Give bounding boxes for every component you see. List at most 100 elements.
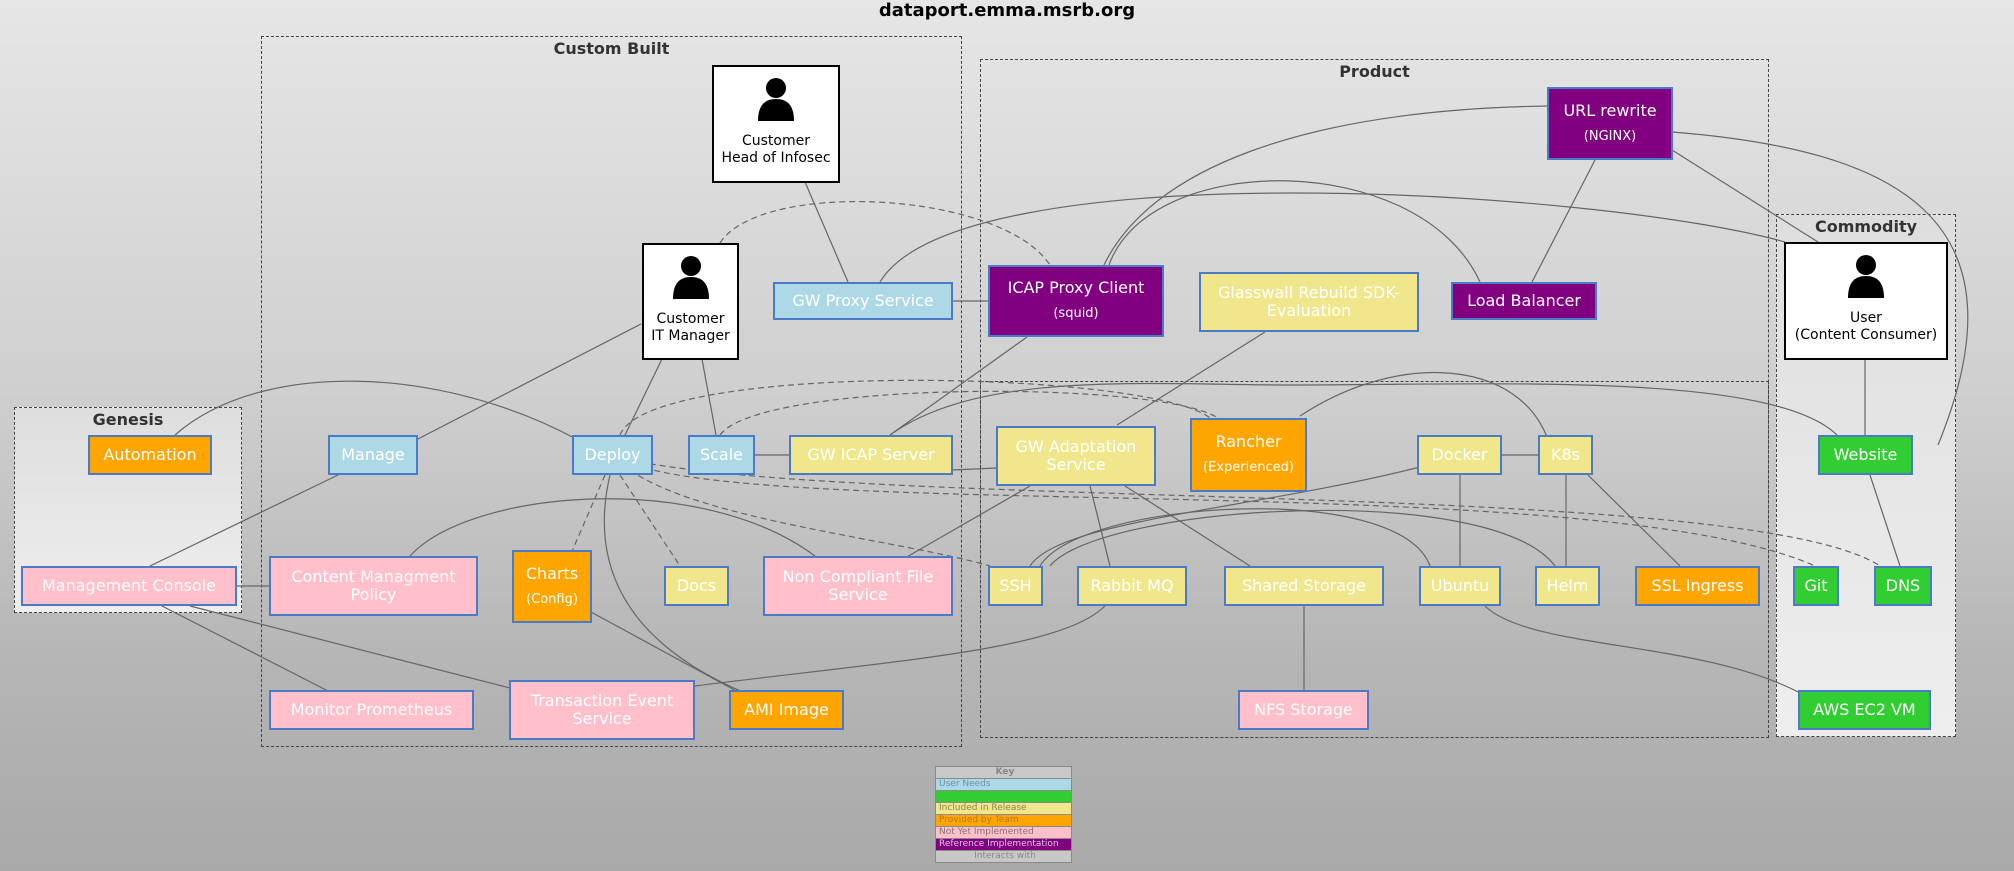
- node-sublabel: (Config): [526, 591, 578, 607]
- node-label: URL rewrite: [1563, 100, 1657, 120]
- edge-urlrewrite-user: [1671, 149, 1819, 243]
- node-url-rewrite[interactable]: URL rewrite (NGINX): [1547, 87, 1673, 160]
- edge-automation-deploy: [174, 380, 579, 441]
- edge-adaptation-shared: [1124, 485, 1251, 567]
- edge-deploy-ssh-dashed: [629, 469, 991, 567]
- edge-urlrewrite-loadbalancer: [1531, 159, 1596, 283]
- node-manage[interactable]: Manage: [328, 435, 418, 475]
- legend-title: Key: [995, 767, 1015, 777]
- node-helm[interactable]: Helm: [1535, 566, 1600, 606]
- edge-rancher-k8s: [1299, 372, 1549, 441]
- node-icap-proxy-client[interactable]: ICAP Proxy Client (squid): [988, 265, 1164, 337]
- edge-manage-mgmtconsole: [149, 474, 339, 567]
- edge-mgmtconsole-transaction: [189, 605, 511, 689]
- legend-item: Included in Release: [936, 802, 1071, 814]
- node-docker[interactable]: Docker: [1417, 435, 1502, 475]
- node-rabbit-mq[interactable]: Rabbit MQ: [1077, 566, 1187, 606]
- node-transaction-event-service[interactable]: Transaction Event Service: [509, 680, 695, 740]
- person-line1: User: [1850, 310, 1882, 326]
- legend-item: Not Yet Implemented: [936, 826, 1071, 838]
- edge-icapserver-website: [889, 382, 1846, 446]
- node-management-console[interactable]: Management Console: [21, 566, 237, 606]
- edge-icapserver-adaptation: [951, 467, 998, 471]
- edge-deploy-docs-dashed: [619, 474, 681, 567]
- edge-icapclient-icapserver: [889, 336, 1028, 436]
- node-deploy[interactable]: Deploy: [572, 435, 653, 475]
- node-load-balancer[interactable]: Load Balancer: [1451, 282, 1597, 320]
- edge-website-dns: [1869, 474, 1901, 567]
- legend-item: User Needs: [936, 778, 1071, 790]
- edge-itmanager-scale: [701, 358, 717, 436]
- edge-glasswall-adaptation: [1116, 331, 1266, 426]
- diagram-title: dataport.emma.msrb.org: [878, 0, 1136, 21]
- node-label: Charts: [525, 563, 579, 583]
- edge-docker-ssh: [1029, 466, 1421, 567]
- legend-item: Provided by Team: [936, 814, 1071, 826]
- edge-deploy-dns-dashed: [639, 461, 1881, 567]
- edge-adaptation-nclfs: [904, 485, 1031, 559]
- edge-ubuntu-ec2: [1484, 605, 1801, 694]
- node-glasswall-rebuild-sdk[interactable]: Glasswall Rebuild SDK-Evaluation: [1199, 272, 1419, 332]
- edge-ssh-helm: [1049, 509, 1556, 567]
- legend: Key User Needs Included in Release Provi…: [935, 766, 1072, 863]
- node-website[interactable]: Website: [1818, 435, 1913, 475]
- node-nfs-storage[interactable]: NFS Storage: [1238, 690, 1369, 730]
- person-icon: [672, 256, 709, 299]
- node-ami-image[interactable]: AMI Image: [729, 690, 844, 730]
- node-non-compliant-file-service[interactable]: Non Compliant File Service: [763, 556, 953, 616]
- person-line1: Customer: [656, 311, 725, 327]
- node-sublabel: (NGINX): [1583, 128, 1637, 144]
- edge-deploy-git-dashed: [634, 464, 1816, 567]
- node-shared-storage[interactable]: Shared Storage: [1224, 566, 1384, 606]
- edge-transaction-rabbit: [694, 605, 1106, 687]
- node-git[interactable]: Git: [1793, 566, 1839, 606]
- person-line1: Customer: [741, 133, 810, 149]
- edge-deploy-charts-dashed: [569, 474, 606, 557]
- node-ssh[interactable]: SSH: [988, 566, 1043, 606]
- node-gw-proxy-service[interactable]: GW Proxy Service: [773, 282, 953, 320]
- legend-item: [936, 790, 1071, 802]
- legend-item: Interacts with: [936, 850, 1071, 862]
- edge-scale-rancher-dashed: [719, 390, 1219, 436]
- node-charts[interactable]: Charts (Config): [512, 550, 592, 623]
- edge-urlrewrite-icapclient: [1103, 105, 1549, 266]
- node-docs[interactable]: Docs: [664, 566, 729, 606]
- node-label: Rancher: [1215, 432, 1282, 451]
- customer-head-of-infosec: Customer Head of Infosec: [712, 65, 840, 183]
- node-label: ICAP Proxy Client: [1007, 278, 1145, 297]
- edge-itmanager-deploy: [624, 358, 663, 436]
- node-monitor-prometheus[interactable]: Monitor Prometheus: [269, 690, 474, 730]
- node-ssl-ingress[interactable]: SSL Ingress: [1635, 566, 1760, 606]
- cluster-product-label: Product: [1339, 62, 1410, 81]
- edge-itmanager-manage: [413, 323, 642, 442]
- edge-adaptation-rabbit: [1089, 485, 1111, 567]
- person-line2: IT Manager: [651, 328, 730, 344]
- person-icon: [1848, 255, 1884, 298]
- person-icon: [758, 78, 794, 121]
- node-k8s[interactable]: K8s: [1538, 435, 1593, 475]
- edge-deploy-ami: [603, 474, 746, 694]
- edge-charts-ami: [590, 611, 741, 694]
- edge-ssh-ubuntu: [1039, 508, 1431, 567]
- node-content-management-policy[interactable]: Content Managment Policy: [269, 556, 478, 616]
- node-scale[interactable]: Scale: [688, 435, 755, 475]
- node-aws-ec2-vm[interactable]: AWS EC2 VM: [1798, 690, 1931, 730]
- cluster-commodity-label: Commodity: [1814, 217, 1918, 236]
- edge-gwproxy-user: [879, 192, 1786, 283]
- node-sublabel: (Experienced): [1203, 460, 1294, 475]
- node-rancher[interactable]: Rancher (Experienced): [1190, 418, 1307, 492]
- edge-infosec-gwproxy: [804, 181, 849, 283]
- edge-policy-nclfs: [409, 498, 816, 557]
- node-automation[interactable]: Automation: [88, 435, 212, 475]
- user-content-consumer: User (Content Consumer): [1784, 242, 1948, 360]
- node-sublabel: (squid): [1053, 306, 1099, 321]
- node-gw-adaptation-service[interactable]: GW Adaptation Service: [996, 426, 1156, 486]
- customer-it-manager: Customer IT Manager: [642, 243, 739, 360]
- node-gw-icap-server[interactable]: GW ICAP Server: [789, 435, 953, 475]
- node-dns[interactable]: DNS: [1874, 566, 1932, 606]
- node-ubuntu[interactable]: Ubuntu: [1419, 566, 1501, 606]
- edge-mgmtconsole-prometheus: [161, 605, 331, 693]
- person-line2: Head of Infosec: [721, 150, 831, 166]
- cluster-genesis-label: Genesis: [92, 410, 164, 429]
